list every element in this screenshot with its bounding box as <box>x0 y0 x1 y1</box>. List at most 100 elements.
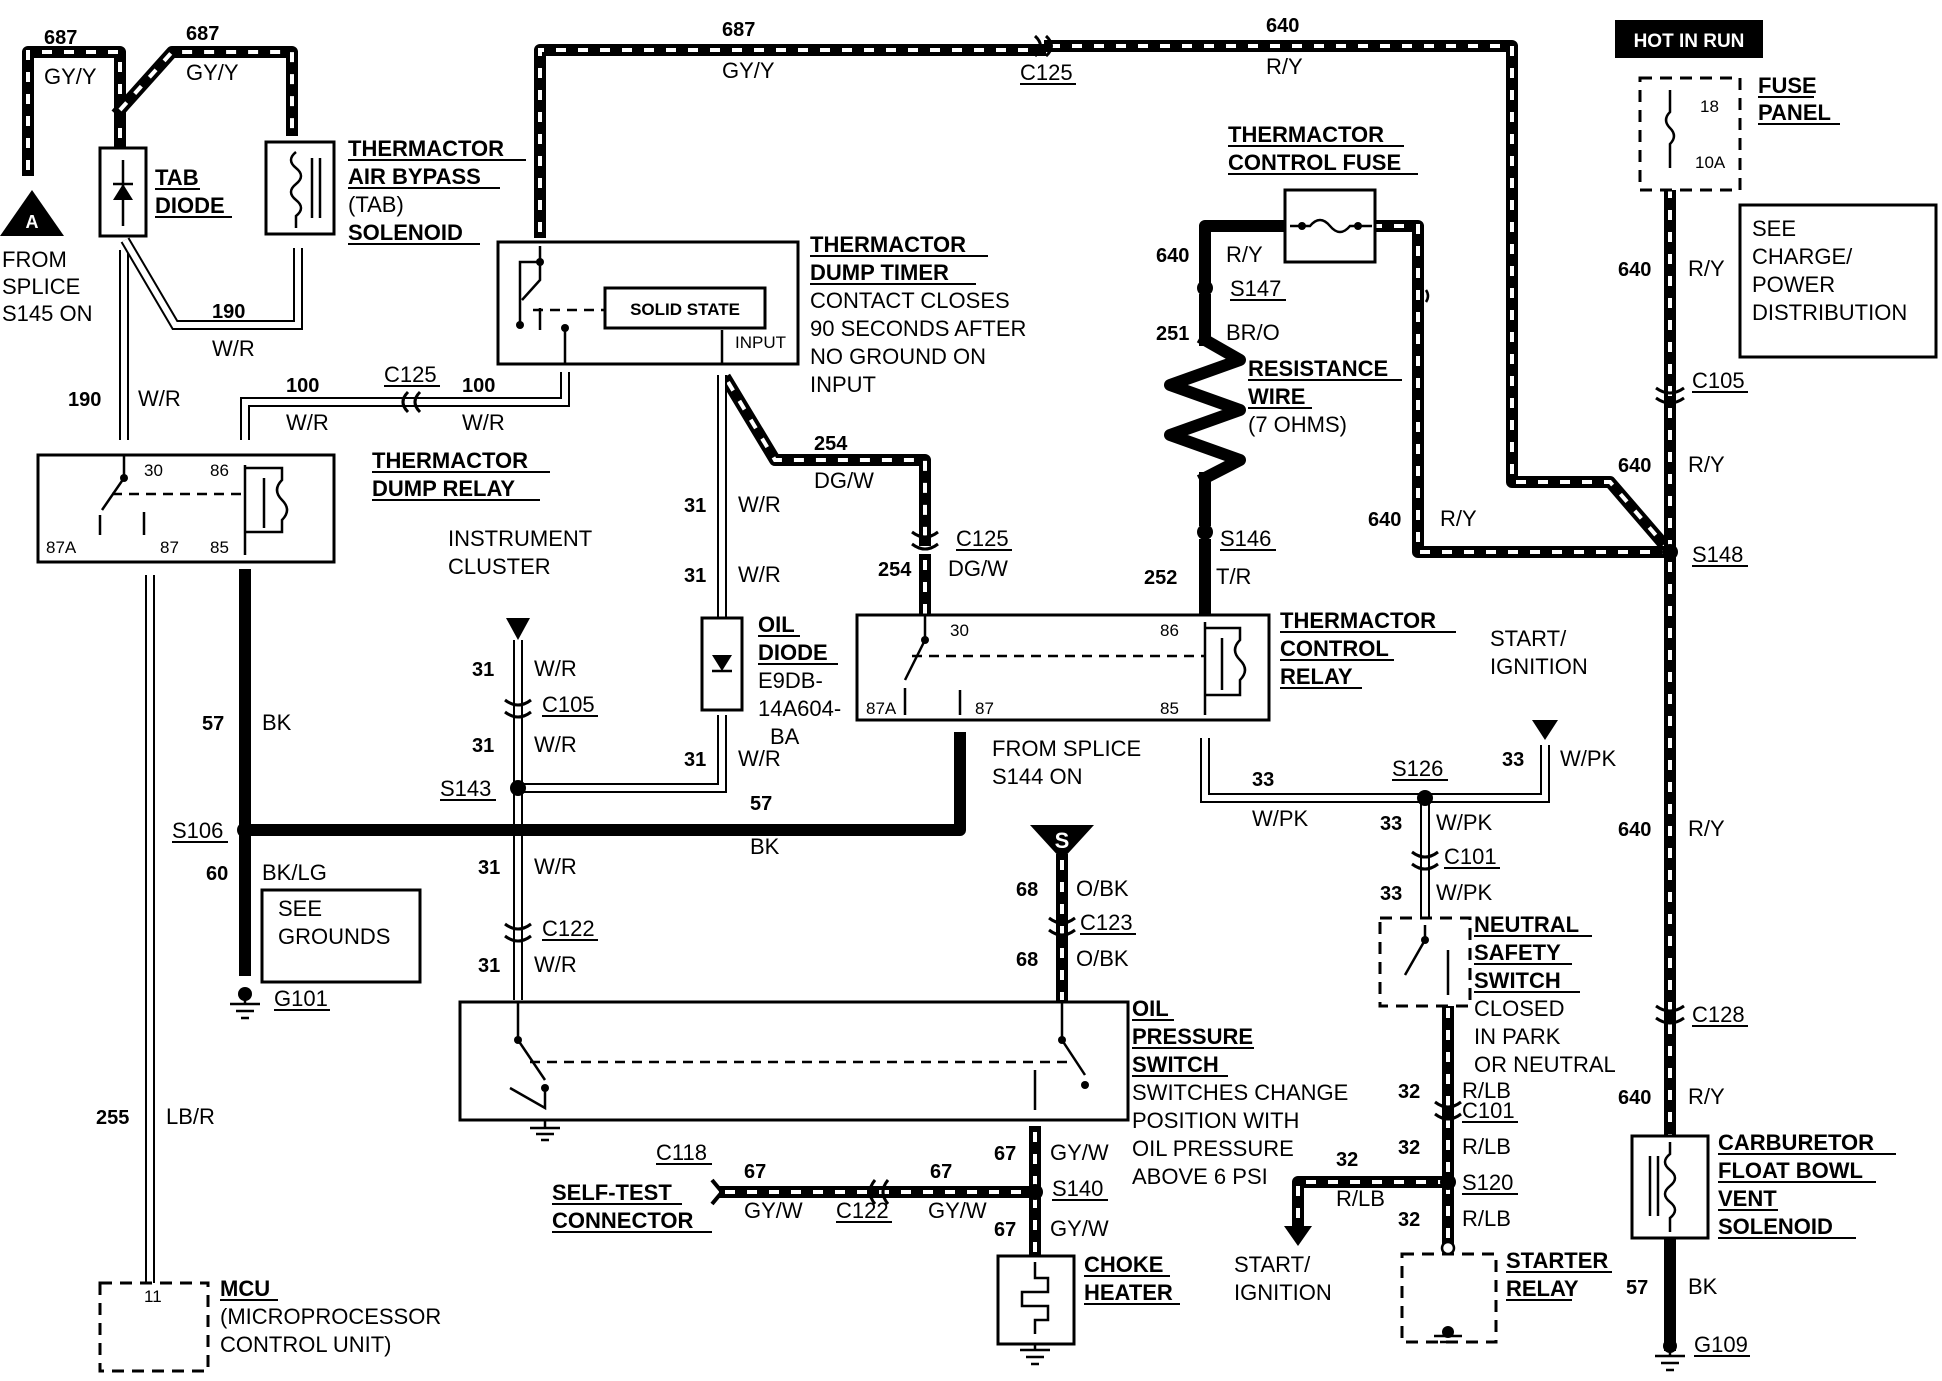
see-grounds-text-2: GROUNDS <box>278 924 390 949</box>
neutral-switch-label-1: NEUTRAL <box>1474 912 1579 937</box>
wire-640-top <box>1044 40 1669 549</box>
dump-timer-note-4: INPUT <box>810 372 876 397</box>
wire-color-label: GY/Y <box>186 60 239 85</box>
splice-dots <box>237 280 1678 1200</box>
self-test-label-1: SELF-TEST <box>552 1180 672 1205</box>
connector-c105-right: C105 <box>1692 368 1745 393</box>
wire-color-label: W/PK <box>1436 810 1493 835</box>
connector-c125-mid: C125 <box>384 362 437 387</box>
splice-s147-dot <box>1197 280 1213 296</box>
choke-ground-icon <box>1020 1344 1050 1366</box>
wire-label: 190 <box>212 301 245 323</box>
neutral-switch-note-2: IN PARK <box>1474 1024 1561 1049</box>
wire-color-label: W/PK <box>1560 746 1617 771</box>
dump-relay-pin-85: 85 <box>210 538 229 557</box>
see-charge-text-4: DISTRIBUTION <box>1752 300 1907 325</box>
start-ignition-top-arrow-icon <box>1532 720 1558 740</box>
dump-relay-pin-86: 86 <box>210 461 229 480</box>
wire-color-label: W/R <box>286 410 329 435</box>
oil-pressure-label-3: SWITCH <box>1132 1052 1219 1077</box>
control-relay-pin-30: 30 <box>950 621 969 640</box>
wire-label: 254 <box>878 559 912 581</box>
see-charge-text-3: POWER <box>1752 272 1835 297</box>
fuse-panel-label-1: FUSE <box>1758 73 1817 98</box>
dump-relay-label-1: THERMACTOR <box>372 448 528 473</box>
wire-label: 687 <box>186 23 219 45</box>
splice-a-letter: A <box>26 212 39 232</box>
wire-labels: 687 GY/Y 687 GY/Y 687 GY/Y 640 R/Y 190 W… <box>44 15 1725 1299</box>
wire-label: 32 <box>1398 1209 1420 1231</box>
oil-diode-label-2: DIODE <box>758 640 828 665</box>
wire-label: 31 <box>472 659 494 681</box>
carb-solenoid-label-4: SOLENOID <box>1718 1214 1833 1239</box>
wire-color-label: GY/Y <box>44 64 97 89</box>
connector-c122-bottom: C122 <box>836 1198 889 1223</box>
wire-label: 252 <box>1144 567 1177 589</box>
see-charge-note-box <box>1738 203 1938 359</box>
wire-color-label: DG/W <box>814 468 874 493</box>
oil-pressure-note-4: ABOVE 6 PSI <box>1132 1164 1268 1189</box>
dump-timer-label-2: DUMP TIMER <box>810 260 949 285</box>
control-relay-pin-85: 85 <box>1160 699 1179 718</box>
splice-a-text-1: FROM <box>2 247 67 272</box>
start-ignition-top-1: START/ <box>1490 626 1567 651</box>
splice-s-triangle-icon <box>1030 825 1094 860</box>
wires <box>22 40 1676 1351</box>
neutral-switch-note-1: CLOSED <box>1474 996 1564 1021</box>
wire-color-label: GY/W <box>1050 1140 1109 1165</box>
splice-s147-label: S147 <box>1230 276 1281 301</box>
wire-color-label: R/LB <box>1462 1134 1511 1159</box>
wire-color-label: W/R <box>534 656 577 681</box>
oil-diode-part-2: 14A604- <box>758 696 841 721</box>
wire-color-label: W/R <box>738 562 781 587</box>
wire-color-label: R/Y <box>1688 1084 1725 1109</box>
splice-s140-dot <box>1027 1184 1043 1200</box>
wire-color-label: GY/W <box>928 1198 987 1223</box>
wire-label: 31 <box>684 495 706 517</box>
mcu-label-3: CONTROL UNIT) <box>220 1332 392 1357</box>
splice-s143-dot <box>510 780 526 796</box>
wire-color-label: W/R <box>212 336 255 361</box>
wire-color-label: R/Y <box>1688 816 1725 841</box>
ground-g101-label: G101 <box>274 986 328 1011</box>
splice-s106-label: S106 <box>172 818 223 843</box>
mcu-label-2: (MICROPROCESSOR <box>220 1304 441 1329</box>
splice-a-text-3: S145 ON <box>2 301 93 326</box>
instrument-cluster-arrow-icon <box>506 618 530 640</box>
splice-s146-dot <box>1197 524 1213 540</box>
wire-label: 31 <box>478 857 500 879</box>
wire-color-label: R/LB <box>1462 1078 1511 1103</box>
oil-pressure-label-1: OIL <box>1132 996 1169 1021</box>
wire-color-label: R/Y <box>1440 506 1477 531</box>
hot-in-run-badge <box>1615 20 1763 58</box>
wire-label: 640 <box>1618 259 1651 281</box>
from-splice-s144-1: FROM SPLICE <box>992 736 1141 761</box>
wire-label: 68 <box>1016 879 1038 901</box>
wire-color-label: W/R <box>462 410 505 435</box>
control-relay-label-2: CONTROL <box>1280 636 1389 661</box>
self-test-label-2: CONNECTOR <box>552 1208 693 1233</box>
wire-color-label: BK <box>1688 1274 1718 1299</box>
wire-color-label: R/Y <box>1226 242 1263 267</box>
splice-s120-dot <box>1440 1174 1456 1190</box>
wire-label: 32 <box>1336 1149 1358 1171</box>
connector-c125-right: C125 <box>956 526 1009 551</box>
wire-color-label: W/R <box>738 746 781 771</box>
wire-color-label: GY/W <box>744 1198 803 1223</box>
wire-label: 100 <box>286 375 319 397</box>
wire-label: 251 <box>1156 323 1189 345</box>
start-ignition-top-2: IGNITION <box>1490 654 1588 679</box>
wire-label: 640 <box>1368 509 1401 531</box>
wire-label: 687 <box>722 19 755 41</box>
wire-color-label: LB/R <box>166 1104 215 1129</box>
oil-diode-label-1: OIL <box>758 612 795 637</box>
control-relay-pin-87: 87 <box>975 699 994 718</box>
wire-label: 640 <box>1618 455 1651 477</box>
wire-color-label: DG/W <box>948 556 1008 581</box>
oil-pressure-note-3: OIL PRESSURE <box>1132 1136 1294 1161</box>
wire-label: 32 <box>1398 1081 1420 1103</box>
wire-color-label: T/R <box>1216 564 1251 589</box>
see-charge-text-1: SEE <box>1752 216 1796 241</box>
dump-timer-note-3: NO GROUND ON <box>810 344 986 369</box>
